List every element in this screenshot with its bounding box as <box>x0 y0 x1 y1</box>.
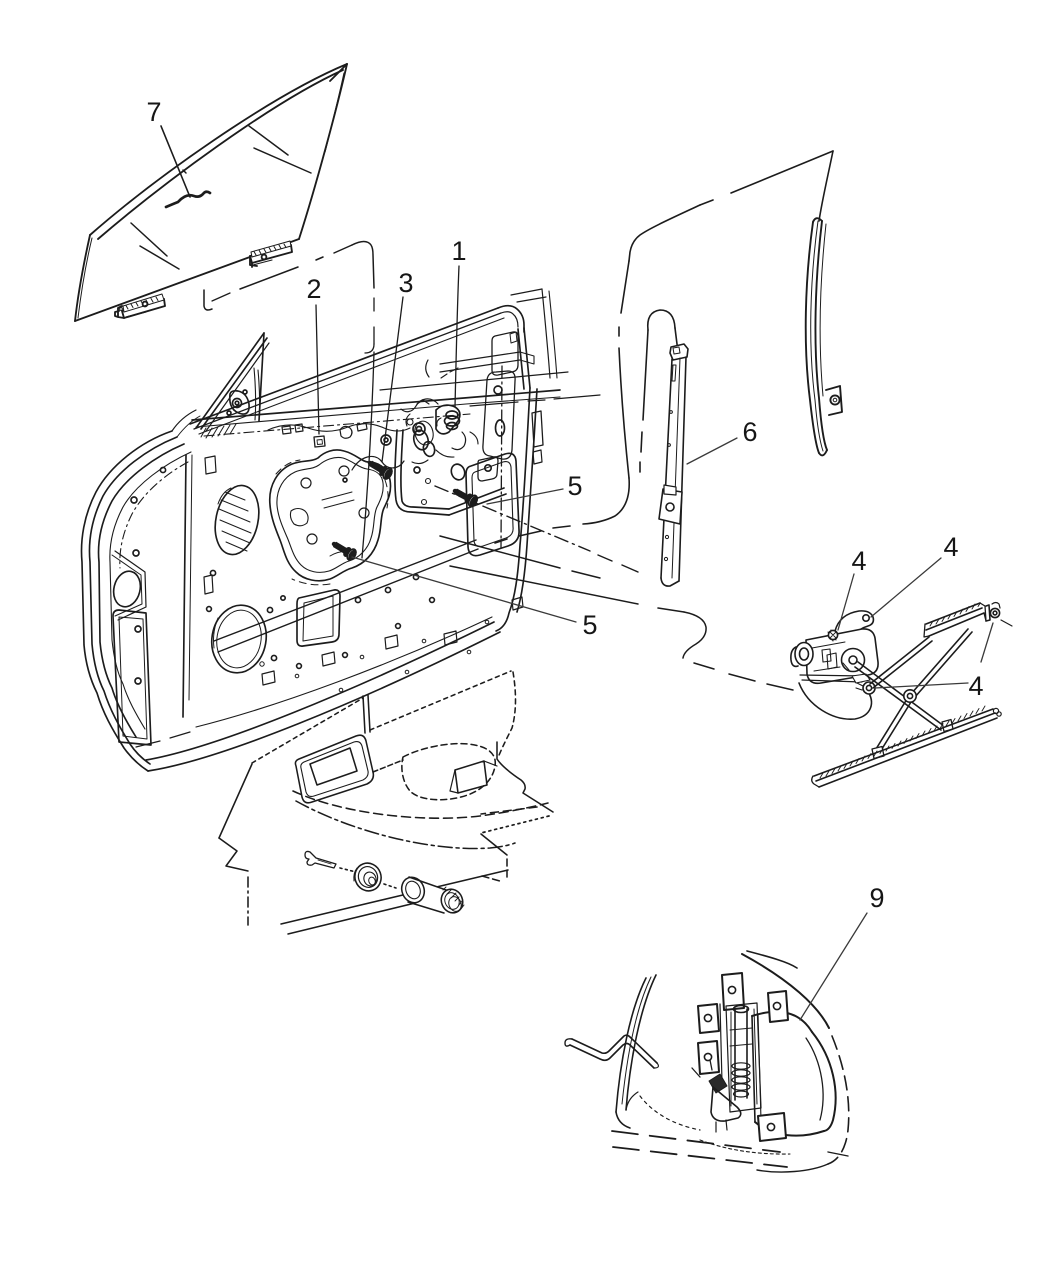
svg-text:7: 7 <box>146 97 161 127</box>
svg-text:4: 4 <box>851 546 866 576</box>
svg-text:3: 3 <box>398 268 413 298</box>
svg-text:5: 5 <box>567 471 582 501</box>
svg-text:1: 1 <box>451 236 466 266</box>
svg-text:2: 2 <box>306 274 321 304</box>
svg-text:6: 6 <box>742 417 757 447</box>
svg-text:9: 9 <box>869 883 884 913</box>
svg-text:4: 4 <box>968 671 983 701</box>
svg-text:5: 5 <box>582 610 597 640</box>
svg-text:4: 4 <box>943 532 958 562</box>
